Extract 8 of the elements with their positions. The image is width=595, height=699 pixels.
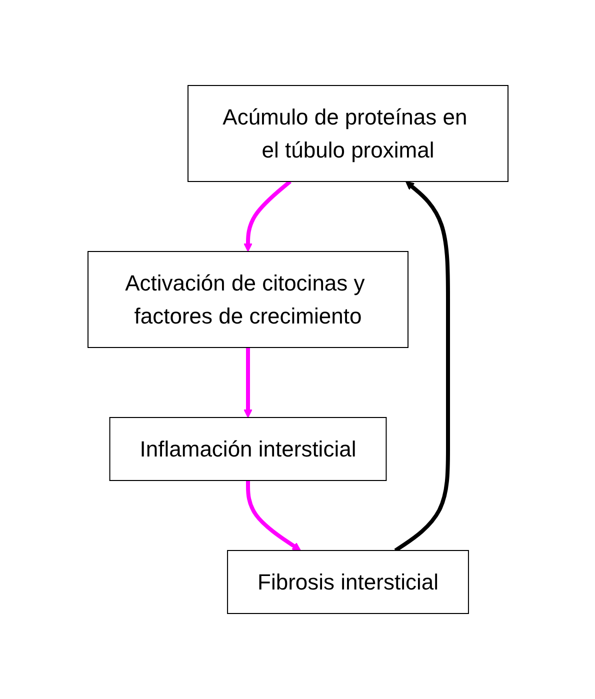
node-box: Fibrosis intersticial <box>226 550 468 614</box>
node-box: Inflamación intersticial <box>108 417 386 481</box>
arrow <box>243 348 252 418</box>
arrow <box>243 180 291 252</box>
node-box: Acúmulo de proteínas en el túbulo proximal <box>187 85 508 182</box>
arrow <box>246 480 301 551</box>
node-box: Activación de citocinas y factores de crecimiento <box>87 251 408 348</box>
arrow <box>394 181 450 552</box>
